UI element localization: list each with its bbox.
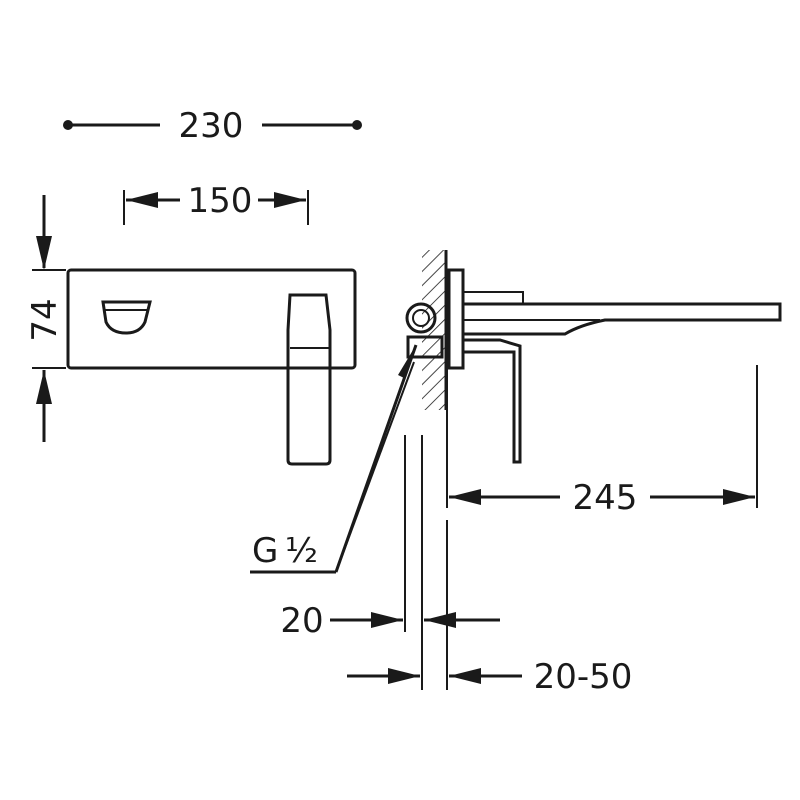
lever-handle (286, 293, 332, 466)
faucet-side-view (405, 268, 782, 464)
arrow-right-icon (723, 489, 755, 505)
handle-side (463, 338, 522, 464)
arrow-left-icon (126, 192, 158, 208)
dimension-spout-reach: 245 (446, 365, 758, 518)
spout-reach-label: 245 (573, 478, 638, 518)
arrow-left-icon (449, 668, 481, 684)
faucet-front-view (66, 268, 357, 466)
dimension-plate-height: 74 (25, 195, 66, 442)
dimension-total-width: 230 (63, 106, 362, 146)
arrow-right-icon (274, 192, 306, 208)
dimension-plate-spacing: 150 (123, 181, 309, 225)
thread-prefix-label: G (252, 531, 278, 571)
body-depth-label: 20 (280, 601, 323, 641)
thread-annotation: G ½ (250, 344, 418, 574)
spout-outlet (101, 300, 152, 335)
dimension-body-depth: 20 (280, 601, 500, 641)
dimension-endpoint-right (352, 120, 362, 130)
spout-side (463, 302, 782, 336)
arrow-left-icon (449, 489, 481, 505)
extension-lines (404, 435, 448, 690)
arrow-left-icon (424, 612, 456, 628)
wall-plate (66, 268, 357, 370)
wall-adjustment-label: 20-50 (534, 657, 633, 697)
total-width-label: 230 (179, 106, 244, 146)
plate-spacing-label: 150 (188, 181, 253, 221)
arrow-right-icon (388, 668, 420, 684)
arrow-down-icon (36, 236, 52, 270)
arrow-right-icon (371, 612, 403, 628)
plate-height-label: 74 (25, 298, 65, 341)
dimension-wall-adjustment: 20-50 (347, 657, 632, 697)
thread-fraction-label: ½ (285, 531, 318, 571)
arrow-up-icon (36, 370, 52, 404)
leader-arrow-icon (398, 345, 416, 378)
side-cover-plate (447, 268, 465, 370)
connector-block (406, 335, 444, 359)
body-connection-ring (405, 302, 437, 334)
